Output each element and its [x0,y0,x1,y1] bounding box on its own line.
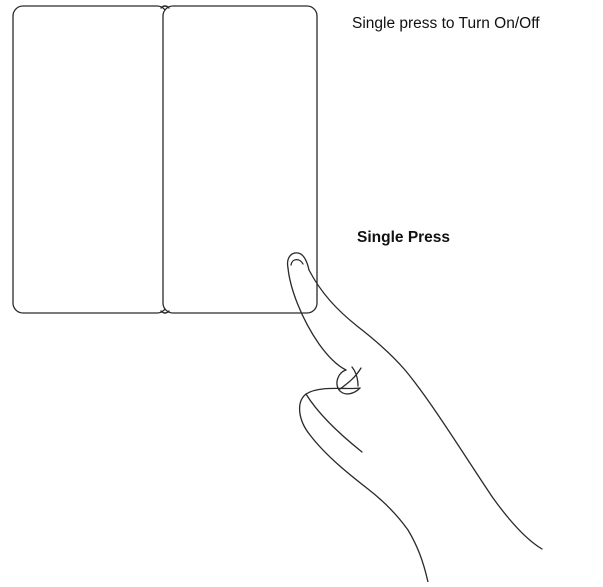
thumb-and-palm [300,388,428,582]
action-label: Single Press [357,229,450,247]
instruction-title: Single press to Turn On/Off [352,15,540,33]
switch-panel-left [13,6,167,313]
thumb-crease [306,394,362,452]
divider-bottom-mark [161,311,169,313]
wall-switch [13,6,317,313]
pointing-hand-icon [288,253,542,582]
switch-panel-right [163,6,317,313]
divider-top-mark [161,6,169,8]
hand-back-edge [309,270,542,549]
